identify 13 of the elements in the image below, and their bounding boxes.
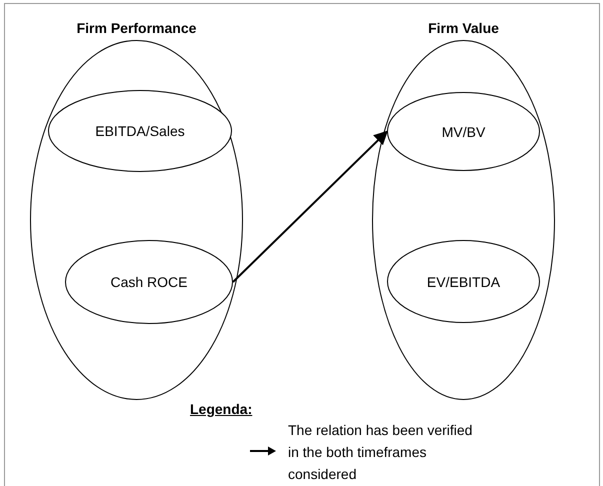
measure-label: Cash ROCE [110, 274, 188, 290]
group-heading: Firm Value [428, 20, 499, 36]
legend-text: The relation has been verified in the both timeframes considered [288, 421, 473, 484]
measure-ellipse [48, 90, 232, 172]
measure-ellipse [65, 240, 233, 324]
group-heading: Firm Performance [76, 20, 196, 36]
measure-label: EV/EBITDA [426, 274, 500, 290]
measure-label: MV/BV [442, 124, 486, 140]
measure-ellipse [387, 92, 540, 171]
arrow [232, 130, 388, 283]
measure-ellipse [387, 240, 540, 323]
measure-label: EBITDA/Sales [95, 123, 185, 139]
legend-heading: Legenda: [190, 401, 252, 417]
